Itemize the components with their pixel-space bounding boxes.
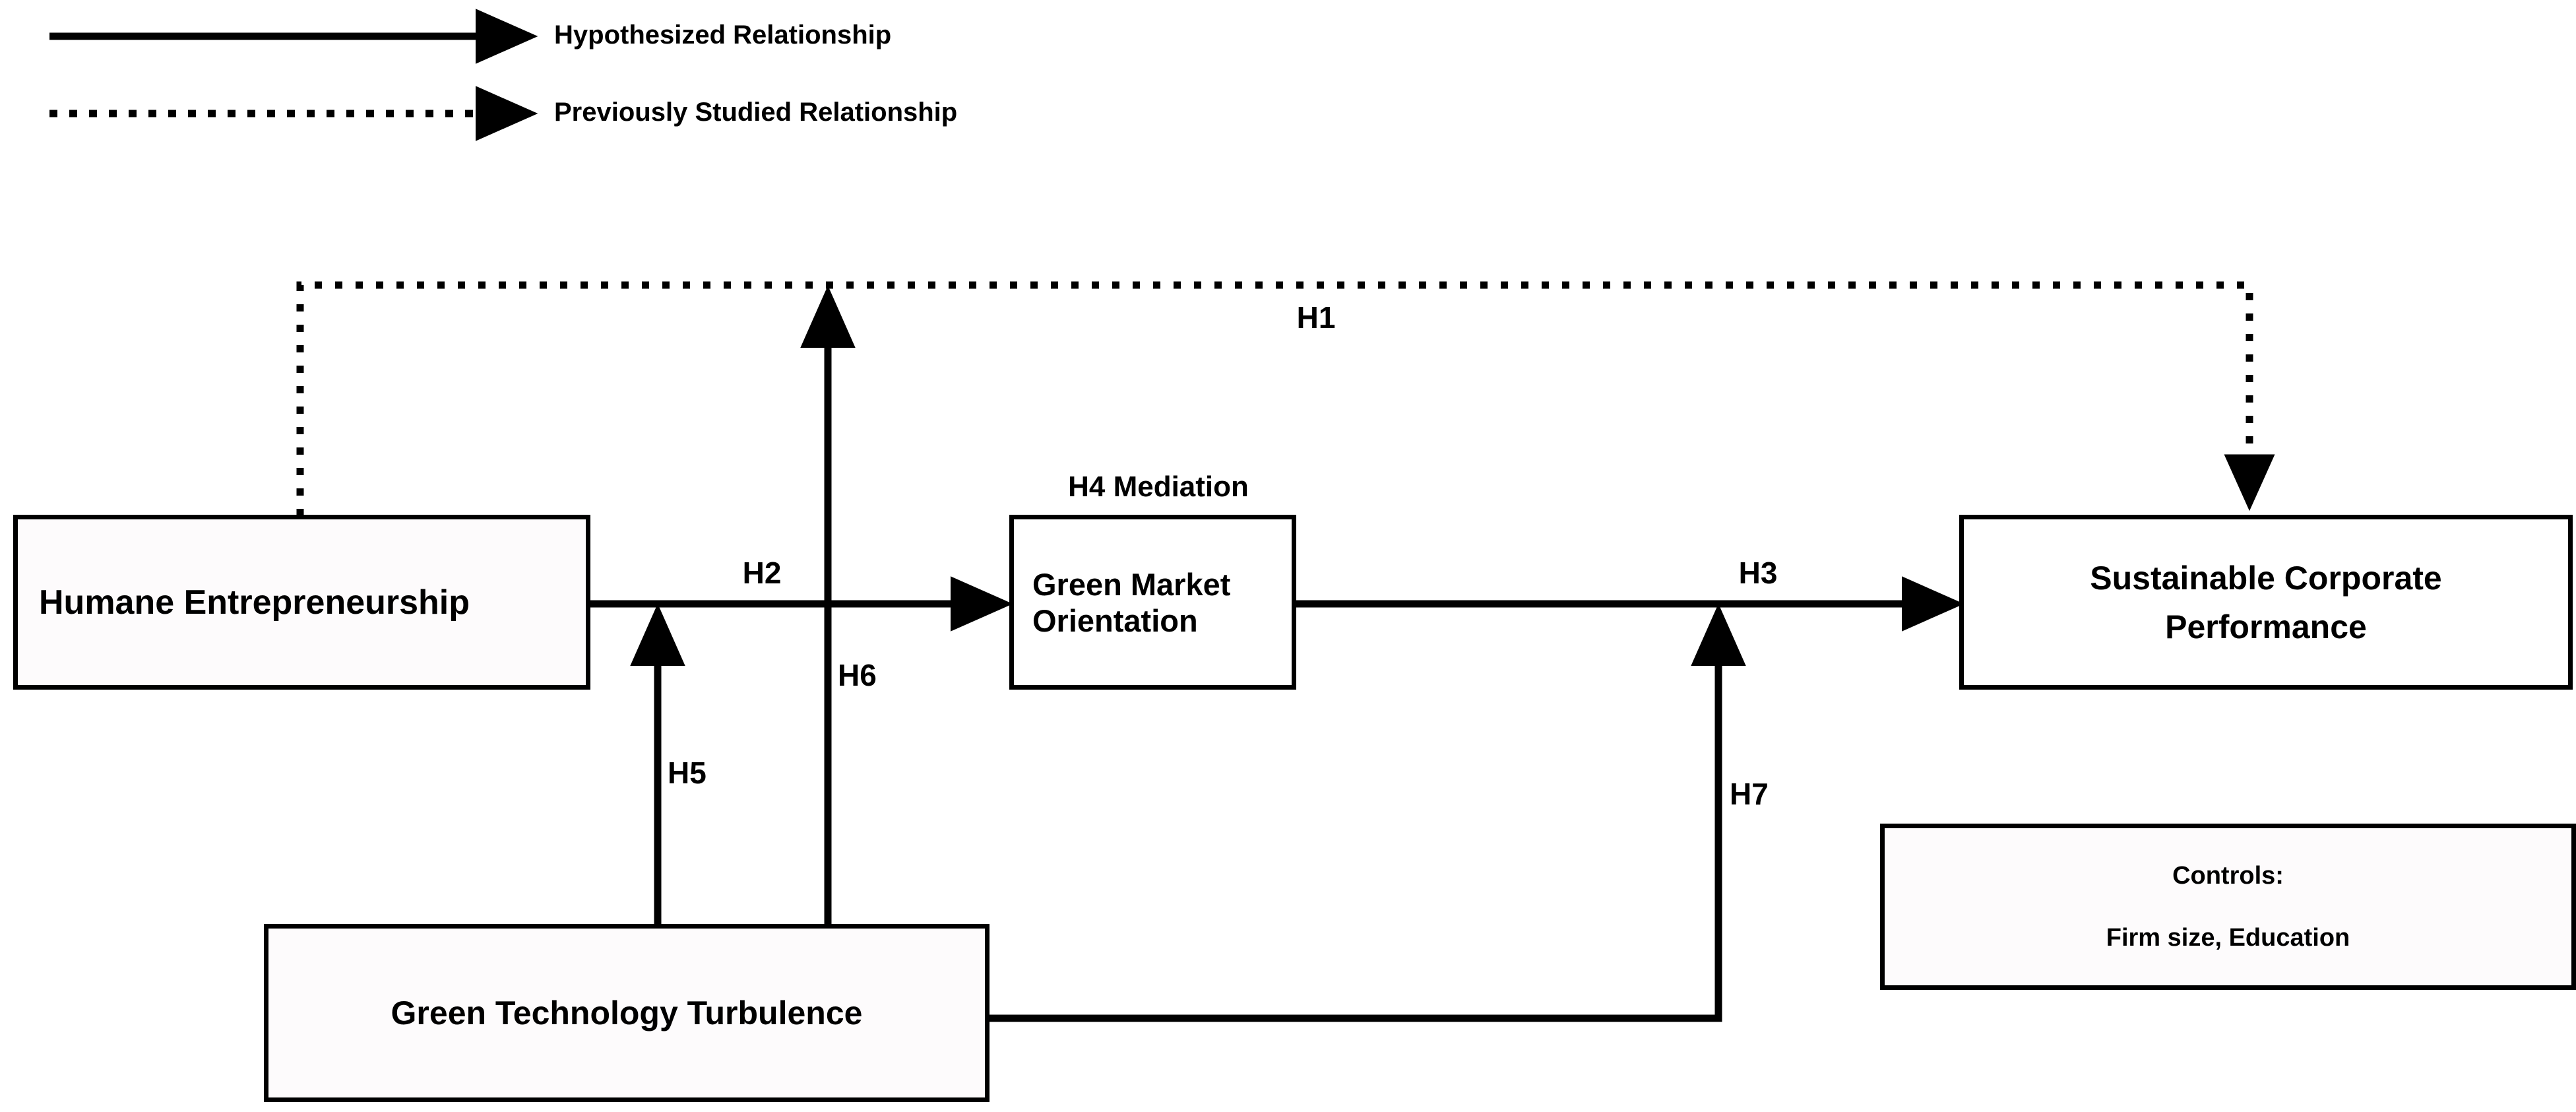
edge-label-h7: H7 bbox=[1730, 777, 1769, 811]
edge-label-h1: H1 bbox=[1296, 300, 1336, 335]
legend-item-previously-studied-label: Previously Studied Relationship bbox=[554, 98, 958, 127]
edge-label-h6: H6 bbox=[838, 658, 877, 692]
node-green-technology-turbulence[interactable]: Green Technology Turbulence bbox=[264, 924, 990, 1102]
node-sustainable-corporate-performance-label-line1: Sustainable Corporate bbox=[2090, 559, 2442, 597]
legend-item-hypothesized-label: Hypothesized Relationship bbox=[554, 20, 892, 49]
edge-label-h3: H3 bbox=[1738, 556, 1778, 590]
node-green-technology-turbulence-label: Green Technology Turbulence bbox=[391, 995, 863, 1031]
node-green-market-orientation[interactable]: Green Market Orientation bbox=[1009, 515, 1296, 690]
controls-box: Controls: Firm size, Education bbox=[1880, 824, 2576, 990]
controls-values: Firm size, Education bbox=[2106, 924, 2350, 952]
node-green-market-orientation-label: Green Market Orientation bbox=[1032, 566, 1231, 638]
node-humane-entrepreneurship-label: Humane Entrepreneurship bbox=[39, 583, 470, 622]
edge-h1-arrow bbox=[296, 281, 2275, 516]
edge-label-h2: H2 bbox=[742, 556, 782, 590]
node-sustainable-corporate-performance-label-line2: Performance bbox=[2165, 608, 2367, 645]
edge-h7-arrow bbox=[988, 603, 1746, 1022]
controls-title: Controls: bbox=[2172, 862, 2284, 890]
edge-label-h5: H5 bbox=[668, 756, 707, 790]
node-humane-entrepreneurship[interactable]: Humane Entrepreneurship bbox=[13, 515, 590, 690]
node-sustainable-corporate-performance[interactable]: Sustainable Corporate Performance bbox=[1959, 515, 2573, 690]
h4-mediation-label: H4 Mediation bbox=[1068, 471, 1249, 503]
